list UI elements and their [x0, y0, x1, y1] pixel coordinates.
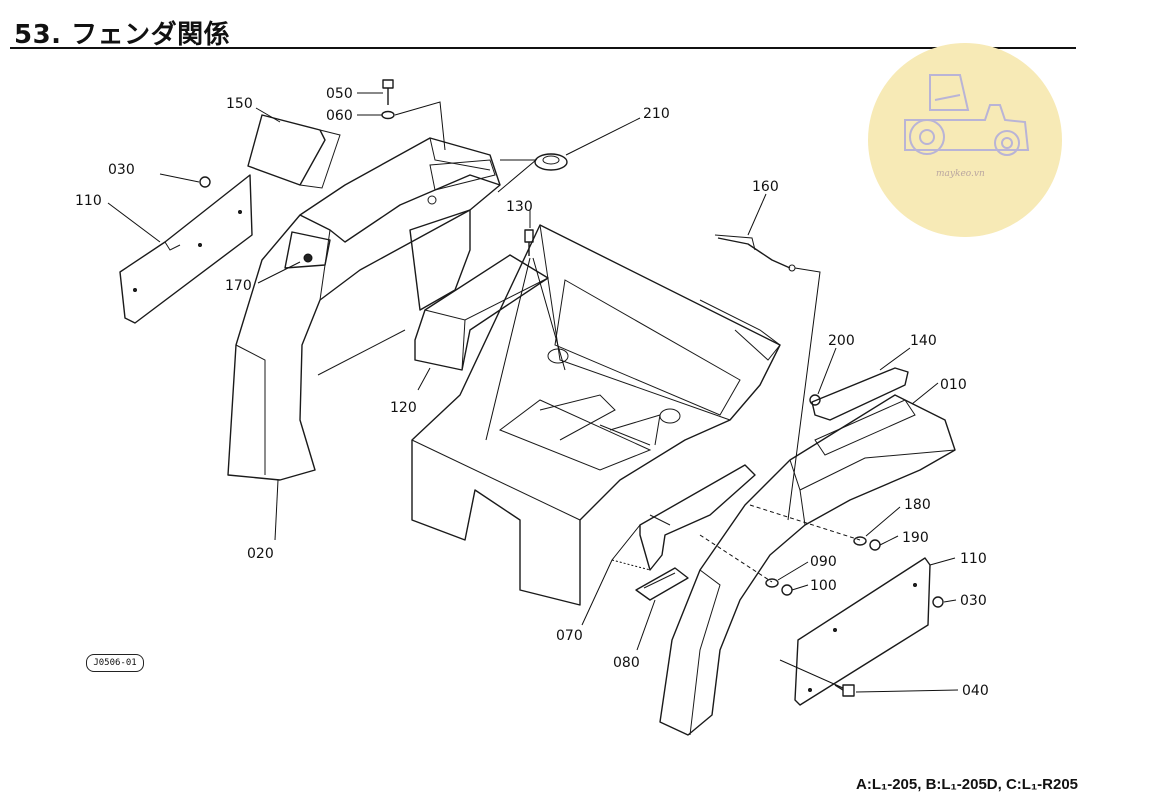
model-footer: A:L₁-205, B:L₁-205D, C:L₁-R205	[856, 776, 1078, 793]
label-180: 180	[904, 497, 931, 513]
part-080-plate	[635, 567, 689, 601]
label-030-left: 030	[108, 162, 135, 178]
label-060: 060	[326, 108, 353, 124]
label-110-right: 110	[960, 551, 987, 567]
part-040-bolt	[834, 684, 855, 697]
page-title: 53. フェンダ関係	[14, 20, 231, 50]
part-120-box	[414, 254, 549, 371]
part-210-grommet	[534, 153, 568, 171]
label-190: 190	[902, 530, 929, 546]
label-090: 090	[810, 554, 837, 570]
label-170: 170	[225, 278, 252, 294]
center-body-frame	[411, 224, 781, 606]
part-190-nut	[869, 539, 881, 551]
part-050-bolt	[382, 79, 394, 105]
label-200: 200	[828, 333, 855, 349]
label-050: 050	[326, 86, 353, 102]
label-100: 100	[810, 578, 837, 594]
part-030-nut-left	[199, 176, 211, 188]
label-130: 130	[506, 199, 533, 215]
part-060-washer	[381, 110, 395, 120]
label-040: 040	[962, 683, 989, 699]
part-090-washer	[765, 578, 779, 588]
label-030-right: 030	[960, 593, 987, 609]
part-130-pin	[524, 229, 534, 256]
figure-ref-badge: J0506-01	[86, 654, 144, 672]
part-150-plate	[247, 114, 341, 189]
label-020: 020	[247, 546, 274, 562]
part-200-nut	[809, 394, 821, 406]
part-110-right-panel	[794, 557, 931, 706]
part-110-left-panel	[119, 174, 253, 324]
part-140-cover	[811, 367, 909, 421]
label-010: 010	[940, 377, 967, 393]
leader-lines	[107, 92, 959, 693]
label-150: 150	[226, 96, 253, 112]
watermark-text: maykeo.vn	[936, 169, 985, 179]
part-100-nut	[781, 584, 793, 596]
label-080: 080	[613, 655, 640, 671]
label-160: 160	[752, 179, 779, 195]
watermark-logo: maykeo.vn	[868, 43, 1062, 237]
part-160-rod	[714, 234, 796, 272]
label-140: 140	[910, 333, 937, 349]
label-120: 120	[390, 400, 417, 416]
label-110-left: 110	[75, 193, 102, 209]
title-divider	[10, 47, 1076, 49]
part-070-bracket	[639, 464, 756, 571]
part-170-bracket	[284, 231, 331, 269]
part-180-washer	[853, 536, 867, 546]
label-070: 070	[556, 628, 583, 644]
part-010-right-fender	[659, 394, 956, 736]
label-210: 210	[643, 106, 670, 122]
part-030-nut-right	[932, 596, 944, 608]
part-020-left-fender	[227, 137, 501, 481]
